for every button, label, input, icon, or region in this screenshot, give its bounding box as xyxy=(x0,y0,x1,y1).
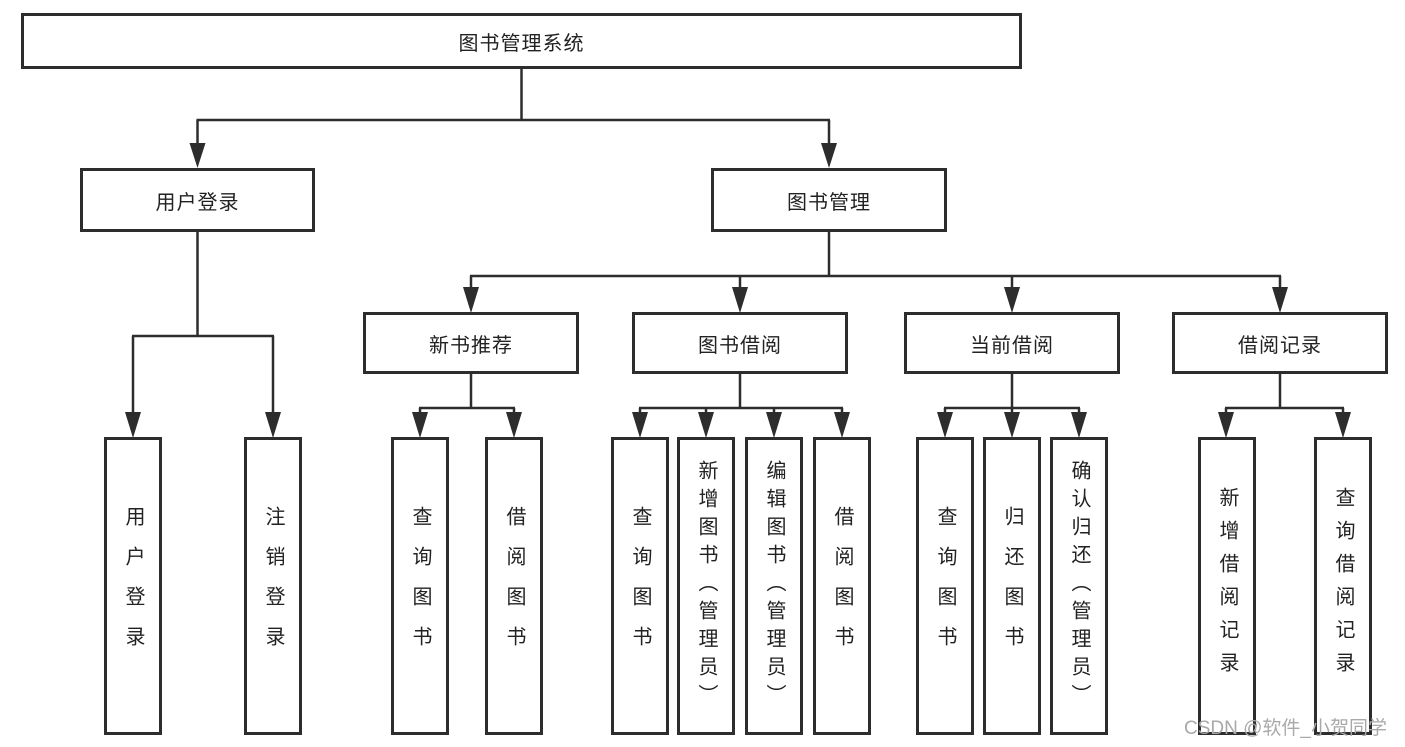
node-new-book-recommend: 新书推荐 xyxy=(363,312,579,374)
leaf-user-login: 用户登录 xyxy=(104,437,162,735)
leaf-confirm-return-admin: 确认归还（管理员） xyxy=(1050,437,1108,735)
node-label: 新增借阅记录 xyxy=(1216,487,1238,685)
node-label: 借阅图书 xyxy=(503,506,525,666)
leaf-query-borrow-record: 查询借阅记录 xyxy=(1314,437,1372,735)
node-label: 编辑图书（管理员） xyxy=(763,460,785,712)
node-label: 借阅图书 xyxy=(831,506,853,666)
leaf-query-books-borrow: 查询图书 xyxy=(611,437,669,735)
node-label: 当前借阅 xyxy=(970,334,1054,357)
leaf-edit-book-admin: 编辑图书（管理员） xyxy=(745,437,803,735)
node-current-borrow: 当前借阅 xyxy=(904,312,1120,374)
node-label: 查询图书 xyxy=(934,506,956,666)
leaf-logout: 注销登录 xyxy=(244,437,302,735)
leaf-add-borrow-record: 新增借阅记录 xyxy=(1198,437,1256,735)
node-label: 图书管理 xyxy=(787,191,871,214)
node-label: 图书借阅 xyxy=(698,334,782,357)
node-label: 用户登录 xyxy=(122,506,144,666)
node-book-borrow: 图书借阅 xyxy=(632,312,848,374)
leaf-borrow-books-recommend: 借阅图书 xyxy=(485,437,543,735)
node-library-management-system: 图书管理系统 xyxy=(21,13,1022,69)
node-label: 借阅记录 xyxy=(1238,334,1322,357)
leaf-query-books-current: 查询图书 xyxy=(916,437,974,735)
node-label: 新增图书（管理员） xyxy=(695,460,717,712)
node-label: 查询图书 xyxy=(629,506,651,666)
node-label: 图书管理系统 xyxy=(458,32,585,55)
node-borrow-records: 借阅记录 xyxy=(1172,312,1388,374)
csdn-watermark: CSDN @软件_小贺同学 xyxy=(1184,718,1387,739)
node-label: 查询借阅记录 xyxy=(1332,487,1354,685)
node-label: 用户登录 xyxy=(155,191,240,214)
leaf-query-books-recommend: 查询图书 xyxy=(391,437,449,735)
node-label: 注销登录 xyxy=(262,506,284,666)
node-label: 归还图书 xyxy=(1001,506,1023,666)
node-book-management: 图书管理 xyxy=(711,168,947,232)
leaf-borrow-books: 借阅图书 xyxy=(813,437,871,735)
node-label: 确认归还（管理员） xyxy=(1068,460,1090,712)
node-label: 查询图书 xyxy=(409,506,431,666)
node-user-login: 用户登录 xyxy=(80,168,315,232)
leaf-return-book: 归还图书 xyxy=(983,437,1041,735)
leaf-add-book-admin: 新增图书（管理员） xyxy=(677,437,735,735)
node-label: 新书推荐 xyxy=(429,334,513,357)
